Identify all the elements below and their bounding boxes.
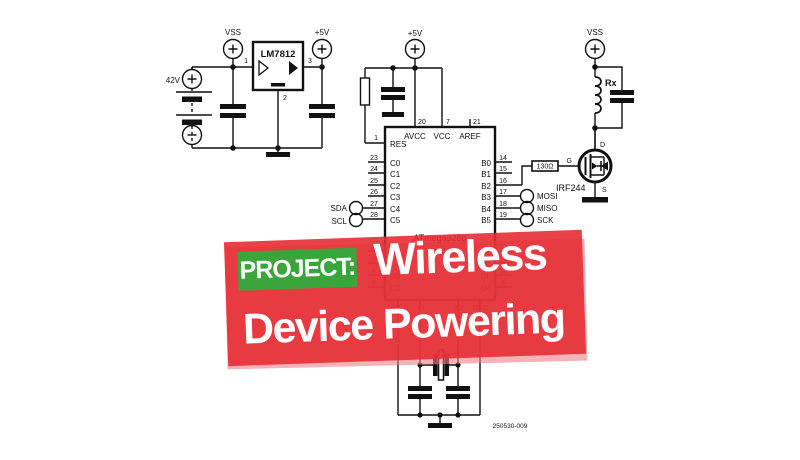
rx-vss-label: VSS bbox=[587, 28, 603, 37]
svg-text:2: 2 bbox=[283, 95, 287, 102]
svg-text:C5: C5 bbox=[390, 216, 401, 225]
part-number: 250530-009 bbox=[493, 423, 528, 430]
mosi-terminal-icon bbox=[519, 188, 535, 204]
mosfet-ground-icon bbox=[582, 197, 608, 203]
mosi-label: MOSI bbox=[537, 192, 557, 201]
scl-label: SCL bbox=[331, 217, 347, 226]
svg-text:D: D bbox=[600, 142, 605, 149]
svg-text:C4: C4 bbox=[390, 205, 401, 214]
vin-label: 42V bbox=[166, 76, 181, 85]
sck-terminal-icon bbox=[519, 212, 535, 228]
sck-label: SCK bbox=[537, 216, 554, 225]
svg-text:C0: C0 bbox=[390, 159, 401, 168]
svg-text:G: G bbox=[567, 158, 572, 165]
svg-text:RES: RES bbox=[390, 140, 406, 149]
svg-text:VCC: VCC bbox=[434, 132, 451, 141]
svg-text:25: 25 bbox=[370, 178, 378, 185]
svg-text:26: 26 bbox=[370, 189, 378, 196]
reg-input-arrow-icon bbox=[258, 59, 270, 77]
coil-label: Rx bbox=[605, 78, 617, 88]
mosfet-label: IRF244 bbox=[556, 183, 586, 193]
crystal-section bbox=[397, 300, 481, 428]
svg-text:B2: B2 bbox=[481, 182, 491, 191]
svg-text:1: 1 bbox=[374, 135, 378, 142]
regulator-label: LM7812 bbox=[261, 49, 296, 60]
svg-text:19: 19 bbox=[499, 212, 507, 219]
svg-text:20: 20 bbox=[418, 119, 426, 126]
banner-title-line1: Wireless bbox=[372, 228, 548, 286]
svg-text:24: 24 bbox=[370, 166, 378, 173]
svg-text:AREF: AREF bbox=[459, 132, 480, 141]
reg-output-arrow-icon bbox=[289, 61, 298, 75]
project-badge: PROJECT: bbox=[237, 247, 358, 291]
gate-resistor-label: 130Ω bbox=[537, 164, 554, 171]
rx-mosfet-section bbox=[577, 38, 634, 203]
rx-coil-icon bbox=[594, 76, 602, 114]
svg-text:7: 7 bbox=[446, 119, 450, 126]
scl-terminal-icon bbox=[348, 212, 364, 228]
svg-text:B4: B4 bbox=[481, 205, 491, 214]
psu-section bbox=[176, 38, 335, 157]
svg-text:18: 18 bbox=[499, 201, 507, 208]
svg-text:17: 17 bbox=[499, 189, 507, 196]
svg-text:23: 23 bbox=[370, 155, 378, 162]
supply-ground-icon bbox=[382, 112, 404, 117]
miso-terminal-icon bbox=[519, 200, 535, 216]
svg-text:C2: C2 bbox=[390, 182, 401, 191]
svg-text:AVCC: AVCC bbox=[404, 132, 426, 141]
svg-text:1: 1 bbox=[244, 58, 248, 65]
miso-label: MISO bbox=[537, 204, 557, 213]
svg-text:S: S bbox=[602, 187, 607, 194]
svg-text:14: 14 bbox=[499, 155, 507, 162]
vss-label: VSS bbox=[225, 28, 241, 37]
svg-text:B0: B0 bbox=[481, 159, 491, 168]
sda-terminal-icon bbox=[348, 200, 364, 216]
svg-text:B3: B3 bbox=[481, 193, 491, 202]
svg-text:C1: C1 bbox=[390, 170, 401, 179]
battery-plus-terminal-icon bbox=[181, 68, 203, 90]
svg-text:21: 21 bbox=[473, 119, 481, 126]
psu-ground-icon bbox=[266, 152, 290, 157]
svg-text:28: 28 bbox=[370, 212, 378, 219]
mcu-5v-label: +5V bbox=[408, 29, 423, 38]
svg-text:16: 16 bbox=[499, 178, 507, 185]
svg-text:15: 15 bbox=[499, 166, 507, 173]
project-banner: PROJECT: Wireless Device Powering bbox=[223, 228, 587, 367]
svg-text:B1: B1 bbox=[481, 170, 491, 179]
banner-title-line2: Device Powering bbox=[242, 294, 566, 354]
psu-vout-label: +5V bbox=[315, 28, 330, 37]
svg-text:B5: B5 bbox=[481, 216, 491, 225]
svg-text:3: 3 bbox=[308, 58, 312, 65]
crystal-ground-icon bbox=[428, 423, 452, 428]
svg-text:27: 27 bbox=[370, 201, 378, 208]
reset-resistor bbox=[359, 77, 371, 106]
sda-label: SDA bbox=[331, 204, 348, 213]
mcu-supply-section bbox=[359, 38, 471, 144]
svg-text:C3: C3 bbox=[390, 193, 401, 202]
